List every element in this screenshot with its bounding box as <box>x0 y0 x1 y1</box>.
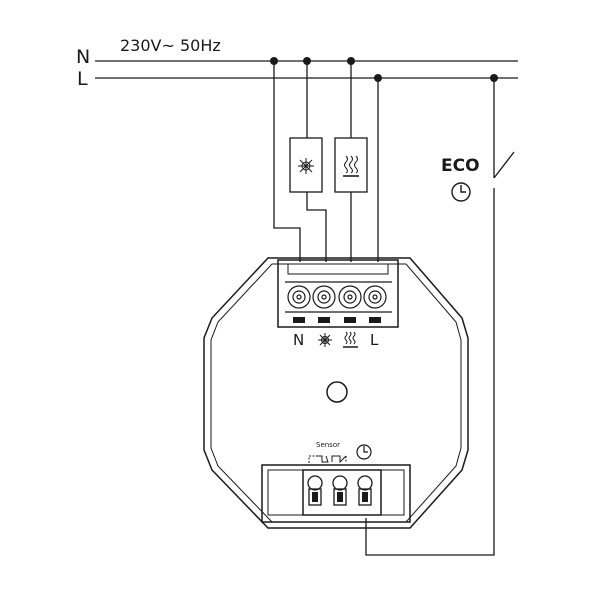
device-button[interactable] <box>326 381 348 403</box>
terminal-l-label: L <box>370 331 379 349</box>
terminal-snowflake-icon <box>318 333 332 347</box>
sensor-label: Sensor <box>316 441 340 449</box>
sensor-switch-icon <box>318 455 347 464</box>
terminal-heating-icon <box>343 331 358 348</box>
terminal-n-label: N <box>293 331 305 349</box>
cooling-load <box>289 137 323 193</box>
wire-cool-out <box>306 192 327 262</box>
eco-wire-bottom <box>365 188 495 556</box>
snowflake-icon <box>298 158 314 174</box>
wire-n <box>273 61 301 262</box>
bottom-clock-icon <box>356 444 372 460</box>
live-label: L <box>77 68 88 90</box>
voltage-label: 230V~ 50Hz <box>120 36 221 55</box>
heating-icon <box>343 155 359 177</box>
sensor-symbol <box>308 455 347 463</box>
thermostat-device <box>203 257 469 529</box>
eco-switch-contact <box>493 151 515 179</box>
top-terminal-block <box>277 259 399 328</box>
eco-label: ECO <box>441 156 480 176</box>
neutral-label: N <box>76 46 91 68</box>
eco-clock-icon <box>451 182 471 202</box>
bottom-terminal-block <box>261 464 411 523</box>
heating-load <box>334 137 368 193</box>
